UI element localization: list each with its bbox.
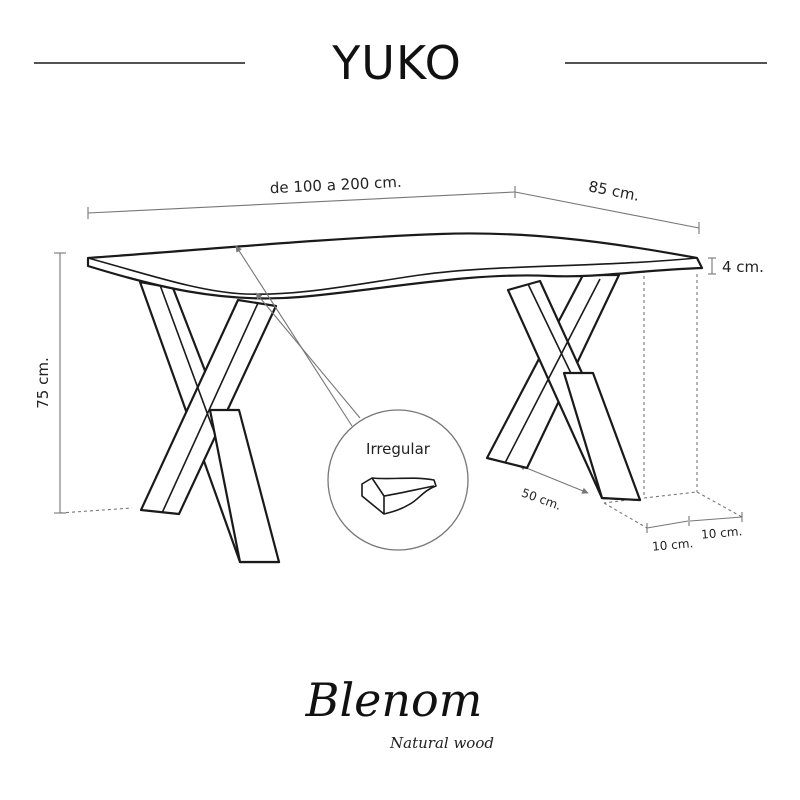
right-x-leg (485, 273, 642, 502)
irregular-edge-icon (361, 477, 437, 515)
width-label: 85 cm. (587, 177, 641, 204)
leg-spread-dimension: 50 cm. (518, 464, 589, 513)
product-title: YUKO (331, 36, 462, 90)
height-dimension: 75 cm. (34, 252, 133, 514)
left-x-leg (138, 280, 281, 564)
width-dimension: 85 cm. (514, 177, 700, 234)
brand-tagline: Natural wood (389, 734, 494, 752)
leg-inset-label-b: 10 cm. (701, 524, 743, 542)
leg-spread-label: 50 cm. (520, 486, 563, 513)
length-label: de 100 a 200 cm. (269, 173, 402, 197)
leg-inset-dimensions: 10 cm. 10 cm. (646, 512, 743, 554)
callout-label: Irregular (366, 440, 431, 458)
length-dimension: de 100 a 200 cm. (87, 173, 516, 219)
brand-name: Blenom (305, 673, 483, 727)
leg-inset-label-a: 10 cm. (652, 536, 694, 554)
callout-pointers (235, 245, 361, 427)
irregular-edge-callout: Irregular (327, 409, 469, 551)
thickness-dimension: 4 cm. (708, 257, 764, 276)
construction-lines (603, 270, 743, 529)
height-label: 75 cm. (34, 357, 52, 408)
thickness-label: 4 cm. (722, 258, 764, 276)
